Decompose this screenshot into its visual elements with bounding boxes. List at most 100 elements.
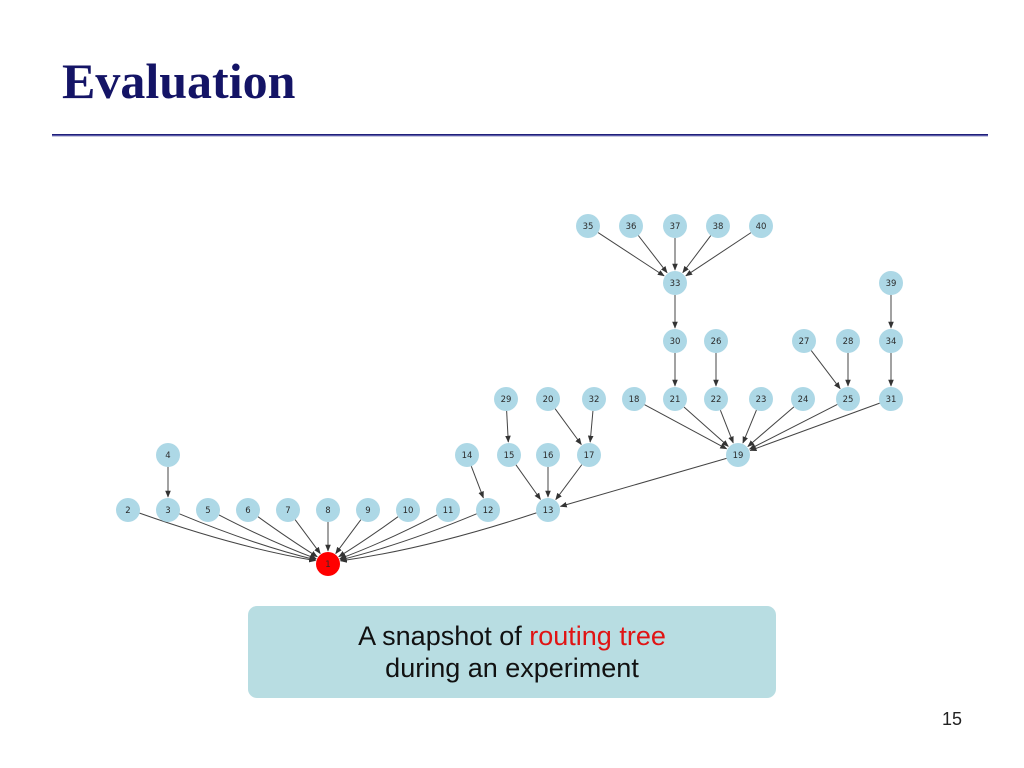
node-circle [663, 387, 687, 411]
node-circle [619, 214, 643, 238]
node-circle [494, 387, 518, 411]
node-circle [791, 387, 815, 411]
edge-24-to-19 [747, 406, 795, 447]
node-circle [706, 214, 730, 238]
tree-node-15: 15 [497, 443, 521, 467]
node-circle [196, 498, 220, 522]
tree-node-4: 4 [156, 443, 180, 467]
node-label: 28 [843, 337, 854, 347]
edge-19-to-13 [559, 457, 727, 508]
edge-20-to-17 [554, 408, 582, 446]
node-label: 10 [403, 506, 414, 516]
node-label: 21 [670, 395, 681, 405]
node-label: 13 [543, 506, 554, 516]
tree-node-36: 36 [619, 214, 643, 238]
edge-6-to-1 [257, 516, 318, 558]
tree-node-11: 11 [436, 498, 460, 522]
node-circle [536, 443, 560, 467]
tree-node-19: 19 [726, 443, 750, 467]
edge-22-to-19 [719, 409, 734, 444]
slide-title: Evaluation [62, 53, 296, 109]
edge-12-to-1 [339, 513, 477, 562]
tree-node-13: 13 [536, 498, 560, 522]
node-circle [316, 498, 340, 522]
edge-10-to-1 [338, 516, 399, 558]
node-circle [836, 329, 860, 353]
node-circle [879, 271, 903, 295]
tree-node-32: 32 [582, 387, 606, 411]
node-label: 30 [670, 337, 681, 347]
node-circle [792, 329, 816, 353]
node-label: 25 [843, 395, 854, 405]
node-label: 29 [501, 395, 512, 405]
edge-3-to-1 [179, 513, 317, 562]
node-circle [704, 387, 728, 411]
tree-node-7: 7 [276, 498, 300, 522]
node-circle [726, 443, 750, 467]
caption-line-2: during an experiment [385, 653, 639, 683]
tree-node-9: 9 [356, 498, 380, 522]
node-label: 40 [756, 222, 767, 232]
tree-node-28: 28 [836, 329, 860, 353]
tree-node-3: 3 [156, 498, 180, 522]
tree-node-25: 25 [836, 387, 860, 411]
tree-node-22: 22 [704, 387, 728, 411]
tree-node-35: 35 [576, 214, 600, 238]
node-label: 12 [483, 506, 494, 516]
tree-node-26: 26 [704, 329, 728, 353]
node-label: 15 [504, 451, 515, 461]
tree-node-18: 18 [622, 387, 646, 411]
tree-edges [139, 232, 894, 563]
edge-14-to-12 [470, 466, 484, 499]
tree-node-37: 37 [663, 214, 687, 238]
node-label: 20 [543, 395, 554, 405]
title-divider [52, 134, 988, 137]
caption-line-1: A snapshot of routing tree [358, 620, 666, 652]
node-label: 18 [629, 395, 640, 405]
tree-node-31: 31 [879, 387, 903, 411]
node-label: 36 [626, 222, 637, 232]
edge-35-to-33 [597, 232, 665, 277]
node-label: 6 [245, 506, 250, 516]
node-circle [663, 271, 687, 295]
edge-17-to-13 [555, 464, 583, 501]
node-label: 38 [713, 222, 724, 232]
node-circle [622, 387, 646, 411]
tree-node-8: 8 [316, 498, 340, 522]
node-circle [236, 498, 260, 522]
node-circle [749, 387, 773, 411]
page-number: 15 [941, 709, 962, 729]
node-circle [879, 329, 903, 353]
node-circle [156, 443, 180, 467]
node-circle [276, 498, 300, 522]
node-circle [582, 387, 606, 411]
node-circle [536, 498, 560, 522]
edge-7-to-1 [294, 519, 321, 555]
node-circle [476, 498, 500, 522]
node-label: 1 [325, 560, 330, 570]
node-circle [704, 329, 728, 353]
node-circle [663, 214, 687, 238]
node-circle [879, 387, 903, 411]
caption-box: A snapshot of routing tree during an exp… [248, 606, 776, 698]
edge-2-to-1 [139, 512, 317, 563]
node-circle [455, 443, 479, 467]
tree-node-23: 23 [749, 387, 773, 411]
tree-node-30: 30 [663, 329, 687, 353]
tree-node-16: 16 [536, 443, 560, 467]
edge-5-to-1 [218, 514, 317, 560]
tree-node-6: 6 [236, 498, 260, 522]
tree-node-27: 27 [792, 329, 816, 353]
edge-36-to-33 [637, 235, 668, 274]
node-circle [663, 329, 687, 353]
node-circle [436, 498, 460, 522]
edge-31-to-19 [749, 402, 880, 452]
node-label: 5 [205, 506, 210, 516]
node-circle [156, 498, 180, 522]
node-circle [576, 214, 600, 238]
caption-highlight: routing tree [529, 620, 666, 651]
edge-13-to-1 [339, 512, 537, 563]
node-label: 32 [589, 395, 600, 405]
node-label: 35 [583, 222, 594, 232]
